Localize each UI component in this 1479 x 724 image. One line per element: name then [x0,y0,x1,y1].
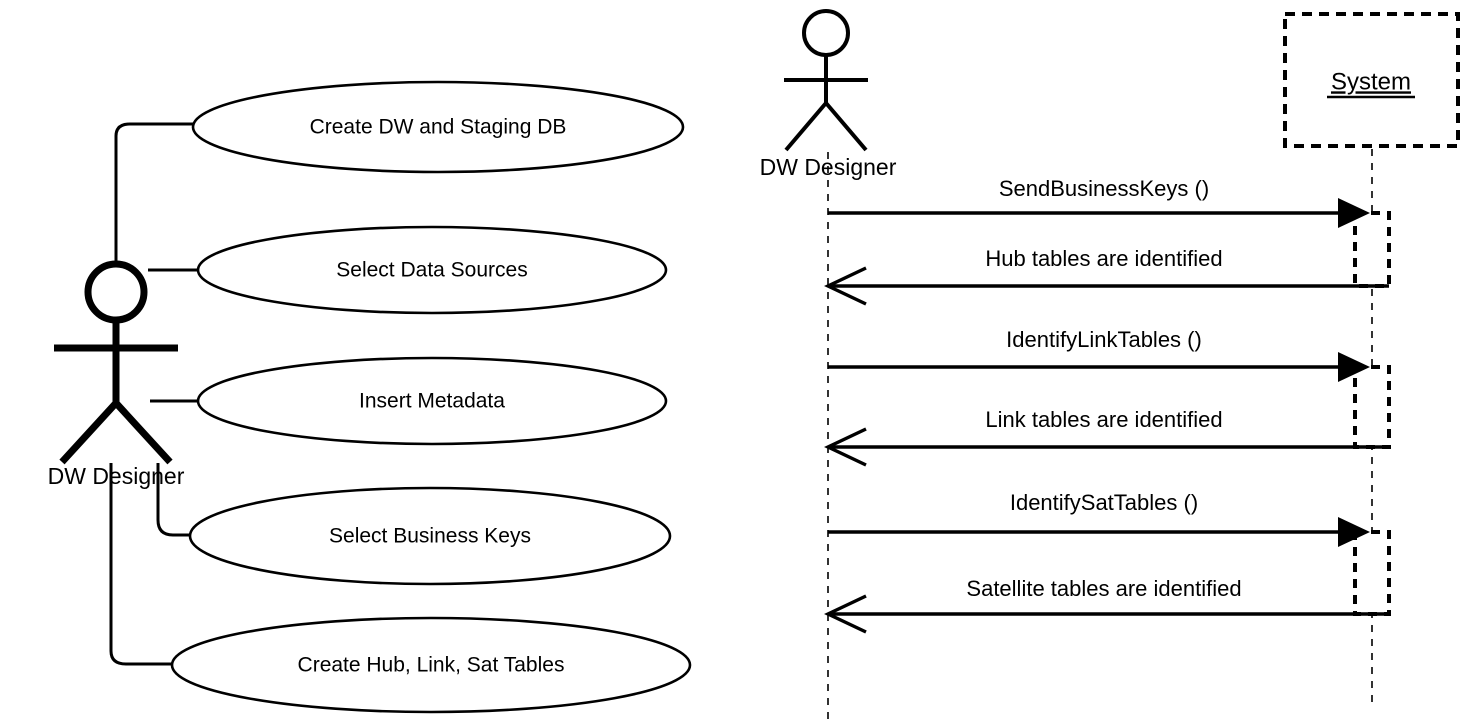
use-case-label: Select Business Keys [329,525,531,548]
actor-left-leg-line [59,400,119,465]
use-case-ellipse[interactable] [170,616,692,714]
actor-right-leg-line [824,101,868,152]
use-case-uc4[interactable]: Select Business Keys [188,486,672,586]
message-m2[interactable]: Hub tables are identified [824,246,1389,306]
use-case-label: Create DW and Staging DB [310,116,567,139]
message-label: IdentifySatTables () [1010,490,1198,515]
connector-actor-to-uc5 [109,463,180,666]
use-case-label: Insert Metadata [359,390,505,413]
message-arrowhead-icon [824,427,867,467]
message-label: Satellite tables are identified [966,576,1241,601]
message-arrowhead-icon [1338,198,1370,228]
message-m4[interactable]: Link tables are identified [824,407,1389,467]
message-m5[interactable]: IdentifySatTables () [828,490,1370,547]
message-arrowhead-icon [1338,517,1370,547]
use-case-diagram: Create DW and Staging DB Select Data Sou… [48,80,692,714]
actor-label: DW Designer [48,463,185,489]
connector-actor-to-uc4 [156,463,200,537]
activation-bar-1 [1353,211,1391,288]
activation-bar-3 [1353,530,1391,616]
use-case-uc3[interactable]: Insert Metadata [196,356,668,446]
use-case-uc2[interactable]: Select Data Sources [196,225,668,315]
use-case-uc1[interactable]: Create DW and Staging DB [191,80,685,174]
use-case-ellipse[interactable] [196,225,668,315]
actor-label: DW Designer [760,154,897,180]
message-arrowhead-icon [824,594,867,634]
sequence-diagram: DW Designer System SendBusinessKeys () [760,9,1460,724]
actor-right-leg-line [113,400,173,465]
connector-actor-to-uc1 [114,122,196,268]
message-arrowhead-icon [824,266,867,306]
use-case-uc5[interactable]: Create Hub, Link, Sat Tables [170,616,692,714]
actor-head-icon [802,9,850,57]
use-case-label: Create Hub, Link, Sat Tables [298,654,565,677]
message-arrowhead-icon [1338,352,1370,382]
system-label: System [1331,68,1411,95]
use-case-ellipse[interactable] [191,80,685,174]
actor-head-icon [84,260,148,324]
dw-designer-lifeline-actor[interactable]: DW Designer [760,9,897,180]
use-case-ellipse[interactable] [188,486,672,586]
message-m6[interactable]: Satellite tables are identified [824,576,1389,634]
message-m3[interactable]: IdentifyLinkTables () [828,327,1370,382]
message-label: Link tables are identified [985,407,1222,432]
actor-left-leg-line [784,101,828,152]
use-case-label: Select Data Sources [336,259,527,282]
use-case-ellipse[interactable] [196,356,668,446]
message-m1[interactable]: SendBusinessKeys () [828,176,1370,228]
message-label: SendBusinessKeys () [999,176,1209,201]
activation-bar-2 [1353,365,1391,449]
dw-designer-actor[interactable]: DW Designer [48,260,185,489]
system-object[interactable]: System [1283,12,1460,148]
message-label: IdentifyLinkTables () [1006,327,1202,352]
system-box[interactable] [1283,12,1460,148]
message-label: Hub tables are identified [985,246,1222,271]
